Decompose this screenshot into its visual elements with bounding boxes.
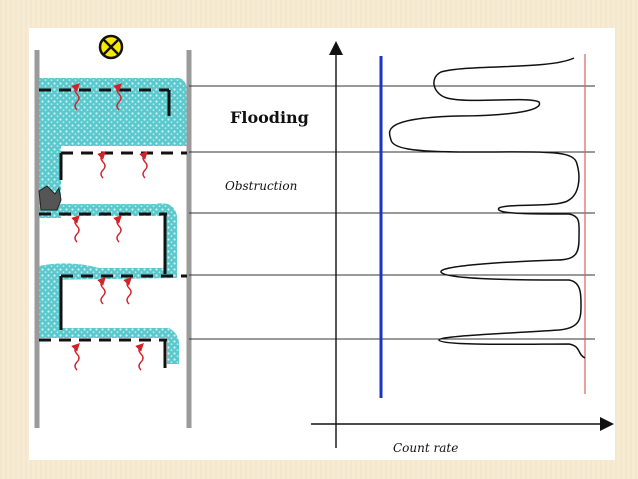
- liquid-left-downcomer-2: [39, 276, 61, 332]
- obstruction-debris-icon: [38, 185, 62, 211]
- vapor-arrow: [139, 151, 148, 179]
- flooding-label: Flooding: [230, 108, 309, 127]
- trays: [39, 88, 187, 368]
- diagram-canvas: Flooding Obstruction Count rate: [34, 34, 614, 455]
- radiation-source-icon: [98, 34, 124, 60]
- vapor-arrow: [97, 277, 106, 305]
- vapor-arrows: [71, 83, 148, 371]
- gamma-scan-profile: [388, 57, 586, 359]
- liquid-regions: [39, 78, 187, 364]
- obstruction-label: Obstruction: [225, 179, 297, 193]
- liquid-tray-5: [39, 328, 179, 364]
- gamma-scan-figure: Flooding Obstruction Count rate: [29, 28, 615, 460]
- vapor-arrow: [123, 277, 132, 305]
- scan-axes: [311, 41, 614, 448]
- vapor-arrow: [71, 83, 80, 111]
- column-walls: [34, 50, 192, 428]
- count-rate-label: Count rate: [393, 441, 458, 455]
- vapor-arrow: [71, 215, 80, 243]
- vapor-arrow: [113, 215, 122, 243]
- vapor-arrow: [135, 343, 144, 371]
- vapor-arrow: [97, 151, 106, 179]
- liquid-tray-3: [39, 204, 169, 216]
- vapor-arrow: [113, 83, 122, 111]
- liquid-flooding-mid: [39, 108, 179, 146]
- vapor-arrow: [71, 343, 80, 371]
